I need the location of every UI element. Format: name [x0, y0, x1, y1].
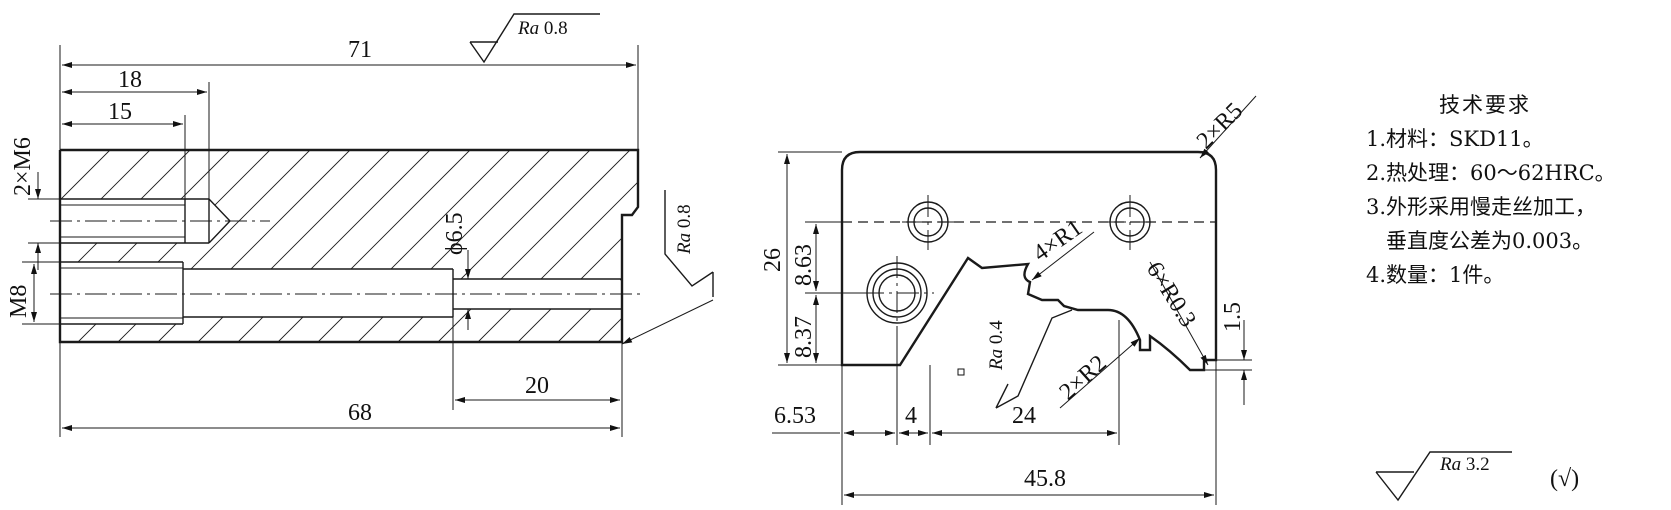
dim-20: 20	[525, 373, 549, 399]
dim-4xr1: 4×R1	[1029, 215, 1088, 267]
ra-profile-label: Ra	[986, 349, 1007, 371]
ra-general-label: Ra	[1439, 454, 1461, 475]
dim-2xm6: 2×M6	[10, 137, 36, 196]
note-item-3-cont: 垂直度公差为0.003。	[1386, 229, 1594, 253]
technical-requirements: 技术要求 1.材料：SKD11。 2.热处理：60～62HRC。 3.外形采用慢…	[1366, 88, 1616, 292]
note-item-1: 1.材料：SKD11。	[1366, 127, 1544, 151]
dim-24: 24	[1012, 403, 1036, 429]
dim-837: 8.37	[791, 316, 817, 358]
dim-phi65: ϕ6.5	[442, 212, 468, 255]
note-item-2: 2.热处理：60～62HRC。	[1366, 161, 1616, 185]
profile-view: 26 8.63 8.37 6.53 4 24 45.8 1.5 2×R5 4×R	[760, 95, 1257, 505]
ra-side-label: Ra	[674, 233, 695, 255]
note-item-4: 4.数量：1件。	[1366, 263, 1505, 287]
dim-653: 6.53	[774, 403, 816, 429]
svg-text:Ra 0.4: Ra 0.4	[986, 320, 1007, 371]
roughness-symbol-profile: Ra 0.4	[957, 309, 1073, 409]
dim-2xr5: 2×R5	[1192, 98, 1248, 154]
ra-profile-value: 0.4	[986, 320, 1007, 344]
dim-2xr2: 2×R2	[1055, 350, 1112, 405]
roughness-symbol-side: Ra 0.8	[621, 190, 714, 345]
dim-26: 26	[760, 248, 786, 272]
dim-18: 18	[118, 67, 142, 93]
dim-15: 15	[108, 99, 132, 125]
svg-text:Ra 0.8: Ra 0.8	[517, 18, 568, 39]
ra-side-value: 0.8	[674, 204, 695, 228]
dim-4: 4	[905, 403, 917, 429]
ra-top-value: 0.8	[544, 18, 568, 39]
dim-15-step: 1.5	[1220, 302, 1246, 332]
svg-text:Ra 0.8: Ra 0.8	[674, 204, 695, 255]
ra-general-other: (√)	[1550, 466, 1579, 492]
roughness-general: Ra 3.2 (√)	[1375, 451, 1579, 502]
dim-m8: M8	[6, 285, 32, 318]
dim-863: 8.63	[791, 244, 817, 286]
roughness-symbol-top: Ra 0.8	[469, 13, 600, 64]
dim-6xr03: 6×R0.3	[1141, 257, 1201, 331]
ra-general-value: 3.2	[1466, 454, 1490, 475]
notes-title: 技术要求	[1439, 93, 1531, 117]
dim-68: 68	[348, 400, 372, 426]
dim-71: 71	[348, 37, 372, 63]
section-view: 71 18 15 2×M6 M8 ϕ6.5 68 20 Ra 0.8	[6, 13, 714, 437]
dim-458: 45.8	[1024, 466, 1066, 492]
svg-text:Ra 3.2: Ra 3.2	[1439, 454, 1490, 475]
note-item-3: 3.外形采用慢走丝加工，	[1366, 195, 1597, 219]
ra-top-label: Ra	[517, 18, 539, 39]
